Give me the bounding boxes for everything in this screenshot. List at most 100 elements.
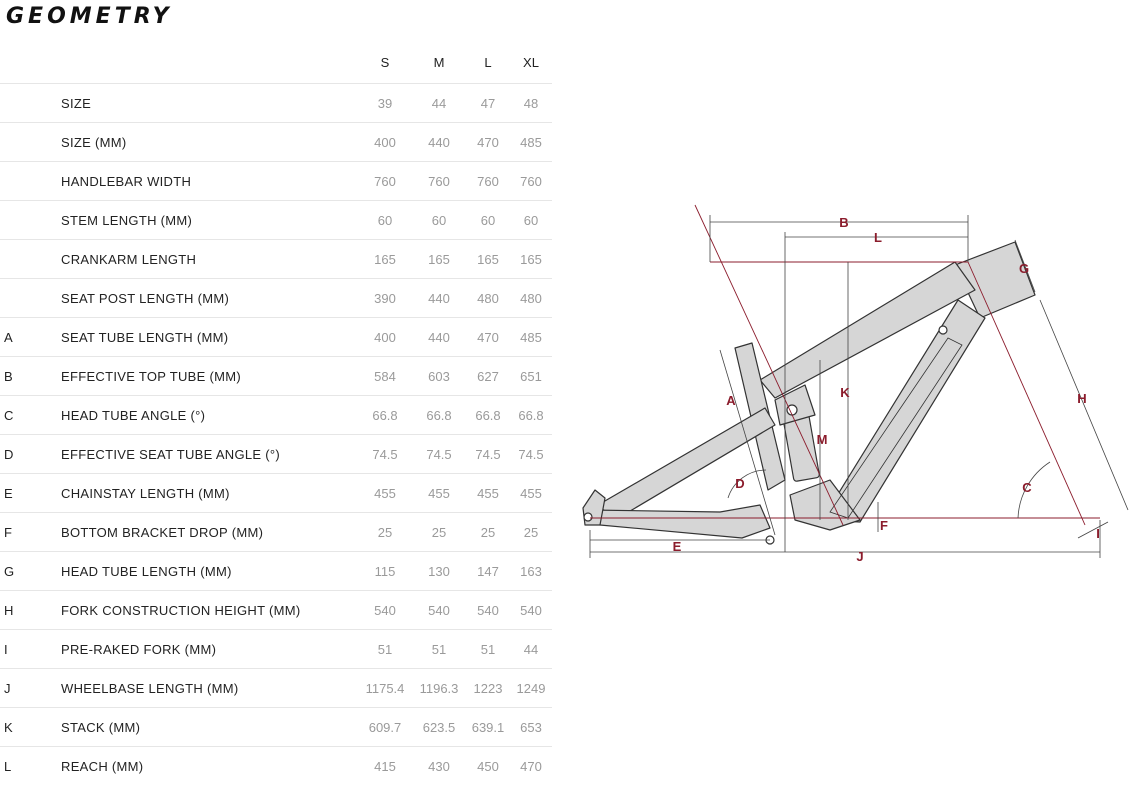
row-label: REACH (MM) bbox=[61, 759, 144, 774]
row-value: 415 bbox=[374, 759, 396, 774]
row-label: HEAD TUBE ANGLE (°) bbox=[61, 408, 206, 423]
diagram-label-d: D bbox=[735, 476, 744, 491]
row-value: 455 bbox=[520, 486, 542, 501]
row-label: SIZE bbox=[61, 96, 92, 111]
row-value: 455 bbox=[374, 486, 396, 501]
steering-axis-line bbox=[967, 261, 1086, 526]
row-value: 74.5 bbox=[518, 447, 544, 462]
seat-angle-line bbox=[694, 204, 844, 526]
row-value: 760 bbox=[374, 174, 396, 189]
diagram-label-a: A bbox=[726, 393, 736, 408]
row-value: 390 bbox=[374, 291, 396, 306]
row-value: 760 bbox=[477, 174, 499, 189]
row-label: SIZE (MM) bbox=[61, 135, 127, 150]
row-value: 165 bbox=[477, 252, 499, 267]
row-label: WHEELBASE LENGTH (MM) bbox=[61, 681, 239, 696]
row-value: 165 bbox=[374, 252, 396, 267]
row-value: 440 bbox=[428, 291, 450, 306]
row-value: 480 bbox=[520, 291, 542, 306]
bike-frame bbox=[582, 241, 1036, 545]
row-value: 115 bbox=[374, 564, 396, 579]
row-value: 485 bbox=[520, 135, 542, 150]
row-label: EFFECTIVE TOP TUBE (MM) bbox=[61, 369, 242, 384]
row-value: 66.8 bbox=[426, 408, 452, 423]
row-value: 623.5 bbox=[422, 720, 456, 735]
row-letter: J bbox=[4, 681, 11, 696]
row-value: 540 bbox=[428, 603, 450, 618]
diagram-label-b: B bbox=[839, 215, 848, 230]
diagram-label-h: H bbox=[1077, 391, 1086, 406]
row-value: 651 bbox=[520, 369, 542, 384]
row-value: 470 bbox=[520, 759, 542, 774]
seat-stay bbox=[597, 407, 776, 521]
row-value: 430 bbox=[428, 759, 450, 774]
row-value: 1196.3 bbox=[419, 681, 459, 696]
reference-lines bbox=[590, 204, 1100, 526]
row-value: 165 bbox=[428, 252, 450, 267]
row-letter: A bbox=[4, 330, 13, 345]
row-value: 540 bbox=[477, 603, 499, 618]
angle-arc-c bbox=[1017, 461, 1051, 519]
row-value: 25 bbox=[431, 525, 447, 540]
row-label: BOTTOM BRACKET DROP (MM) bbox=[61, 525, 264, 540]
row-label: FORK CONSTRUCTION HEIGHT (MM) bbox=[61, 603, 301, 618]
row-value: 627 bbox=[477, 369, 499, 384]
diagram-label-k: K bbox=[840, 385, 850, 400]
row-value: 25 bbox=[377, 525, 393, 540]
row-letter: C bbox=[4, 408, 14, 423]
row-value: 130 bbox=[428, 564, 450, 579]
row-value: 470 bbox=[477, 135, 499, 150]
angle-arc-d bbox=[727, 469, 767, 499]
row-letter: F bbox=[4, 525, 12, 540]
row-letter: E bbox=[4, 486, 13, 501]
diagram-label-j: J bbox=[856, 549, 863, 564]
row-value: 450 bbox=[477, 759, 499, 774]
top-tube bbox=[759, 261, 976, 399]
page-title: GEOMETRY bbox=[6, 4, 173, 29]
row-letter: D bbox=[4, 447, 14, 462]
row-value: 51 bbox=[431, 642, 447, 657]
row-value: 60 bbox=[480, 213, 496, 228]
row-value: 44 bbox=[523, 642, 539, 657]
row-value: 603 bbox=[428, 369, 450, 384]
frame-pivot bbox=[938, 325, 948, 335]
diagram-label-i: I bbox=[1096, 526, 1100, 541]
row-value: 74.5 bbox=[372, 447, 398, 462]
row-value: 480 bbox=[477, 291, 499, 306]
diagram-label-f: F bbox=[880, 518, 888, 533]
row-value: 47 bbox=[480, 96, 496, 111]
row-value: 485 bbox=[520, 330, 542, 345]
row-value: 74.5 bbox=[475, 447, 501, 462]
size-header-l: L bbox=[484, 55, 492, 70]
row-value: 66.8 bbox=[475, 408, 501, 423]
row-value: 470 bbox=[477, 330, 499, 345]
row-value: 760 bbox=[428, 174, 450, 189]
row-value: 1249 bbox=[516, 681, 546, 696]
row-value: 66.8 bbox=[372, 408, 398, 423]
row-label: PRE-RAKED FORK (MM) bbox=[61, 642, 217, 657]
row-value: 147 bbox=[477, 564, 499, 579]
row-value: 400 bbox=[374, 330, 396, 345]
row-label: SEAT POST LENGTH (MM) bbox=[61, 291, 230, 306]
row-value: 60 bbox=[377, 213, 393, 228]
row-value: 609.7 bbox=[368, 720, 402, 735]
row-label: HEAD TUBE LENGTH (MM) bbox=[61, 564, 232, 579]
row-value: 51 bbox=[377, 642, 393, 657]
dim-line bbox=[1039, 299, 1129, 511]
row-value: 48 bbox=[523, 96, 539, 111]
row-value: 540 bbox=[520, 603, 542, 618]
row-value: 584 bbox=[374, 369, 396, 384]
